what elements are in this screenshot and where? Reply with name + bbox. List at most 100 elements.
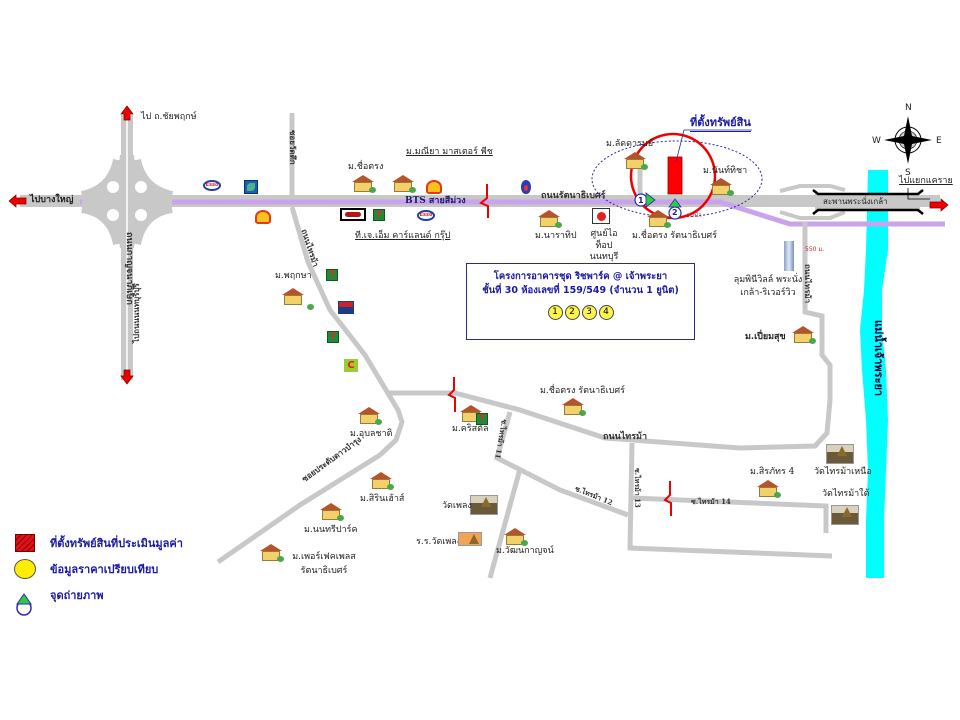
ptt-logo-icon: [244, 180, 258, 194]
compass-n: N: [905, 103, 912, 113]
legend-item-photo: จุดถ่ายภาพ: [12, 582, 183, 608]
house-icon: [356, 407, 382, 425]
house-icon: [350, 175, 376, 193]
road-break-rattanathibet: [479, 184, 489, 218]
label-bts: BTS สายสีม่วง: [405, 196, 466, 206]
house-icon: [280, 288, 314, 310]
compass-e: E: [936, 136, 942, 146]
interchange-loop-sw: [107, 209, 119, 221]
road-soi-sai-ma-14: [631, 495, 829, 533]
label-school: ร.ร.วัดเพลง: [416, 537, 462, 547]
label-sirapat: ม.สิรภัทร 4: [750, 467, 795, 477]
site-marker: [667, 156, 683, 195]
road-break-sai-ma: [447, 377, 456, 412]
road-soi-pradabdao: [216, 452, 382, 565]
label-to-chaiyaphruek: ไป ถ.ชัยพฤกษ์: [141, 112, 197, 122]
school-icon: [458, 532, 482, 546]
comparable-marker: 1: [547, 304, 563, 320]
house-icon: [790, 326, 816, 344]
label-rattanathibet: ถนนรัตนาธิเบศร์: [541, 191, 606, 201]
interchange-loop-ne: [135, 181, 147, 193]
label-wat-south: วัดไทรม้าใต้: [822, 489, 870, 499]
label-soi-sai-ma-14: ซ.ไทรม้า 14: [691, 497, 731, 506]
hatched-square-icon: [15, 534, 35, 552]
compass-w: W: [872, 136, 881, 146]
house-icon: [622, 152, 648, 170]
label-to-bangyai: ไปบางใหญ่: [30, 195, 74, 205]
temple-icon: [826, 444, 854, 464]
road-break-soi-14: [663, 481, 672, 516]
label-kristal: ม.คริสตัล: [452, 424, 489, 434]
label-nantida: ม.นันท์ทิชา: [703, 166, 748, 176]
road-bridge-ramp2: [779, 210, 846, 220]
compass-s: S: [905, 168, 911, 178]
temple-icon: [831, 505, 859, 525]
esso-logo-icon: Esso: [203, 180, 221, 191]
temple-icon: [470, 495, 498, 515]
label-naratip: ม.นาราทิป: [535, 231, 577, 241]
compass-icon: [884, 116, 932, 164]
photo-point-2-number: 2: [672, 208, 678, 217]
label-wat-phlong: วัดเพลง: [442, 501, 472, 511]
label-kanchanaphisek: ถนนกาญจนาภิเษก: [124, 232, 134, 305]
label-bridge: สะพานพระนั่งเกล้า: [823, 197, 888, 206]
tjm-logo-icon: [340, 208, 366, 221]
label-river: แม่น้ำเจ้าพระยา: [872, 320, 885, 397]
label-mania: ม.มณียา มาสเตอร์ พีช: [406, 147, 493, 157]
legend-label: ที่ตั้งทรัพย์สินที่ประเมินมูลค่า: [50, 537, 183, 550]
house-icon: [502, 528, 528, 546]
label-sai-ma-east: ถนนไทรม้า: [603, 432, 648, 442]
tower-icon: [784, 241, 794, 271]
legend-label: ข้อมูลราคาเปรียบเทียบ: [50, 563, 159, 576]
legend-label: จุดถ่ายภาพ: [50, 589, 104, 602]
label-wat-north: วัดไทรม้าเหนือ: [814, 467, 872, 477]
river: [860, 170, 888, 578]
site-leader-line: [675, 129, 752, 163]
label-perfect: ม.เพอร์เฟคเพลส รัตนาธิเบศร์: [292, 552, 356, 576]
shell-logo-icon: [426, 180, 442, 194]
label-to-khae-rai: ไปแยกแคราย: [899, 176, 953, 186]
bridge-pranangklao: [815, 194, 920, 210]
label-chue-trong-rattana: ม.ชื่อตรง รัตนาธิเบศร์: [632, 231, 717, 241]
photo-point-1-number: 1: [638, 196, 644, 205]
legend-photo-point-icon: [16, 593, 32, 616]
legend-item-comparable: ข้อมูลราคาเปรียบเทียบ: [12, 556, 183, 582]
bigc-logo-icon: C: [344, 359, 358, 372]
lotus-logo-icon: [338, 301, 354, 314]
road-soi-sai-ma-13: [627, 442, 833, 559]
house-icon: [645, 210, 671, 228]
comparable-marker: 3: [581, 304, 597, 320]
house-icon: [755, 480, 781, 498]
label-chue-trong: ม.ชื่อตรง: [348, 162, 384, 172]
arrow-north-icon: [120, 105, 134, 121]
label-distance: 550 ม.: [805, 246, 825, 253]
house-icon: [258, 544, 284, 562]
esso-logo-icon: Esso: [417, 210, 435, 221]
label-pleummsuk: ม.เปี่ยมสุข: [745, 332, 786, 342]
label-nonthari: ม.นนทรีปาร์ค: [304, 525, 358, 535]
label-soi-wat-tuk: ซอยวัดตึก: [288, 130, 298, 165]
label-ubonchat: ม.อุบลชาติ: [350, 429, 393, 439]
bridge-edge-top: [812, 189, 924, 196]
label-lumpini: ลุมพินีวิลล์ พระนั่งเกล้า-ริเวอร์วิว: [733, 275, 803, 298]
itop-logo-icon: [592, 208, 610, 224]
road-soi-wattana: [487, 468, 523, 579]
arrow-south-icon: [120, 369, 134, 385]
comparable-marker: 2: [564, 304, 580, 320]
house-icon: [390, 175, 416, 193]
label-soi-sai-ma-13: ซ.ไทรม้า 13: [633, 468, 642, 508]
legend: ที่ตั้งทรัพย์สินที่ประเมินมูลค่า ข้อมูลร…: [12, 530, 183, 608]
seven-eleven-icon: 7: [476, 413, 488, 425]
house-icon: [318, 503, 344, 521]
interchange-loop-nw: [107, 181, 119, 193]
road-bridge-ramp: [779, 184, 846, 193]
label-tjm: ที.เจ.เอ็ม คาร์แลนด์ กรุ๊ป: [355, 231, 451, 241]
label-wattana: ม.วัฒนกาญจน์: [496, 546, 554, 556]
road-sai-ma-west: [289, 206, 405, 457]
bridge-edge-bottom: [812, 208, 924, 215]
shell-logo-icon: [255, 210, 271, 224]
label-tai: ท่าน้ำ: [687, 212, 702, 219]
house-icon: [536, 210, 562, 228]
house-icon: [560, 398, 586, 416]
